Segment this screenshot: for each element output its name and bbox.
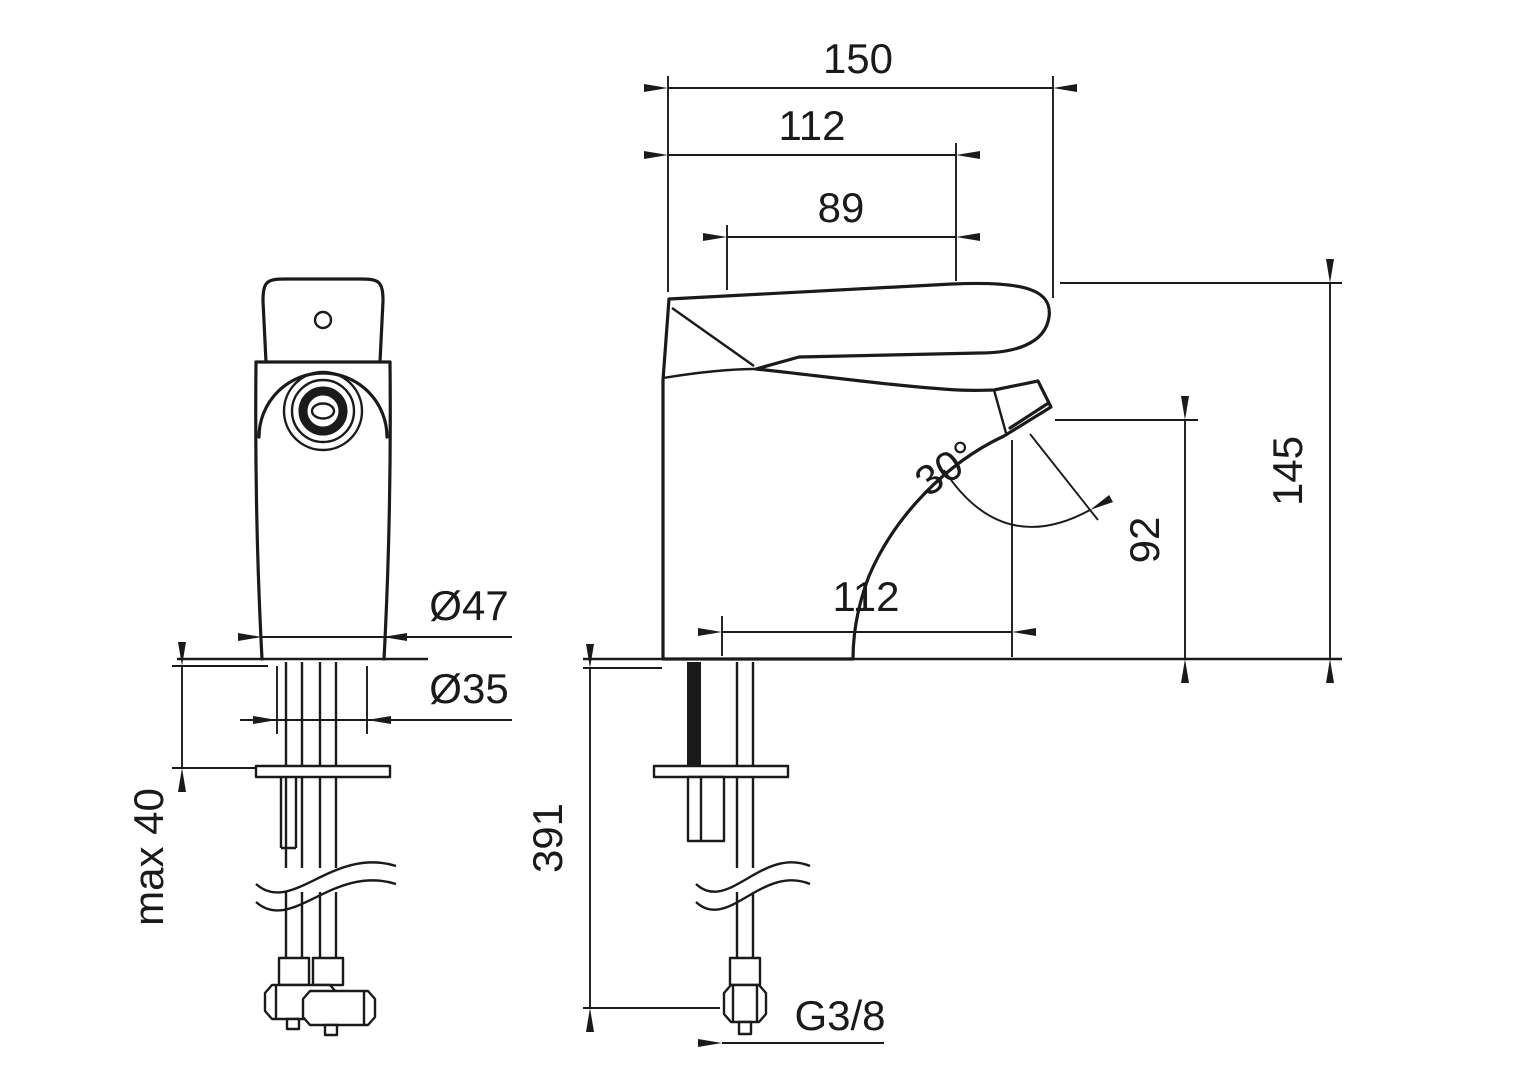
dim-max40: max 40 — [125, 642, 186, 926]
aerator-middle-circle — [290, 378, 356, 444]
handle-front-outline — [261, 277, 385, 363]
body-side-left — [254, 360, 264, 661]
hose-nut-side — [722, 983, 768, 1024]
hose-nut-facets-side — [731, 985, 759, 1022]
dim-g38: G3/8 — [698, 992, 886, 1047]
threaded-stud — [687, 662, 701, 766]
angle-arc — [943, 469, 1113, 528]
spout-axis-line — [1029, 433, 1099, 521]
dim-92-label: 92 — [1121, 517, 1168, 564]
hose-stub-front-1 — [285, 1017, 301, 1031]
aerator-opening — [310, 402, 336, 420]
dim-391: 391 — [524, 644, 594, 1032]
lever-joint-line — [671, 307, 755, 367]
dim-92: 92 — [1121, 396, 1189, 683]
supply-pipes-lower — [284, 777, 338, 958]
dim-150-label: 150 — [823, 35, 893, 82]
break-line-side — [695, 861, 811, 911]
dim-145: 145 — [1264, 259, 1334, 683]
hose-thread-stub — [737, 1020, 753, 1036]
mounting-bracket-side — [686, 775, 726, 843]
dim-145-label: 145 — [1264, 436, 1311, 506]
hose-collar-front-2 — [311, 956, 345, 987]
side-view-underdeck — [652, 662, 811, 1036]
dim-g38-label: G3/8 — [794, 992, 885, 1039]
dim-89-label: 89 — [818, 184, 865, 231]
hose-nut-front-2 — [301, 989, 377, 1027]
break-line-front — [255, 861, 397, 912]
dim-35: Ø35 — [240, 665, 512, 724]
dim-112-top: 112 — [644, 102, 980, 159]
dim-150: 150 — [644, 35, 1077, 92]
supply-hose-upper — [735, 662, 755, 766]
aerator-ring — [298, 386, 348, 436]
spout-nozzle-edge — [992, 389, 1008, 434]
supply-hose-lower — [735, 777, 755, 958]
dim-112-bottom: 112 — [698, 573, 1036, 636]
dim-max40-label: max 40 — [125, 788, 172, 926]
hose-collar-side — [728, 956, 762, 987]
extension-lines — [172, 76, 1342, 1009]
dimensions: 150 112 89 145 92 30° 112 — [125, 35, 1334, 1047]
mounting-bracket-front — [279, 777, 298, 850]
mounting-washer-side — [652, 764, 790, 779]
supply-pipes-upper — [284, 662, 338, 766]
dim-391-label: 391 — [524, 803, 571, 873]
body-top-line — [662, 367, 757, 380]
dim-47-label: Ø47 — [429, 582, 508, 629]
hose-stub-front-2 — [323, 1023, 339, 1037]
front-view — [254, 277, 392, 661]
hose-collar-front-1 — [277, 956, 311, 987]
front-view-underdeck — [254, 662, 397, 1037]
dim-89: 89 — [703, 184, 980, 241]
mounting-washer-front — [254, 764, 392, 779]
side-view — [661, 281, 1053, 661]
dim-47: Ø47 — [238, 582, 512, 641]
aerator-outer-circle — [282, 370, 364, 452]
handle-screw-hole — [313, 310, 333, 330]
dim-112-top-label: 112 — [779, 102, 846, 149]
aerator-face-line — [1008, 402, 1049, 430]
body-side-right — [382, 360, 392, 661]
dim-35-label: Ø35 — [429, 665, 508, 712]
faucet-body-side-outline — [661, 281, 1053, 661]
dim-112-bottom-label: 112 — [833, 573, 900, 620]
